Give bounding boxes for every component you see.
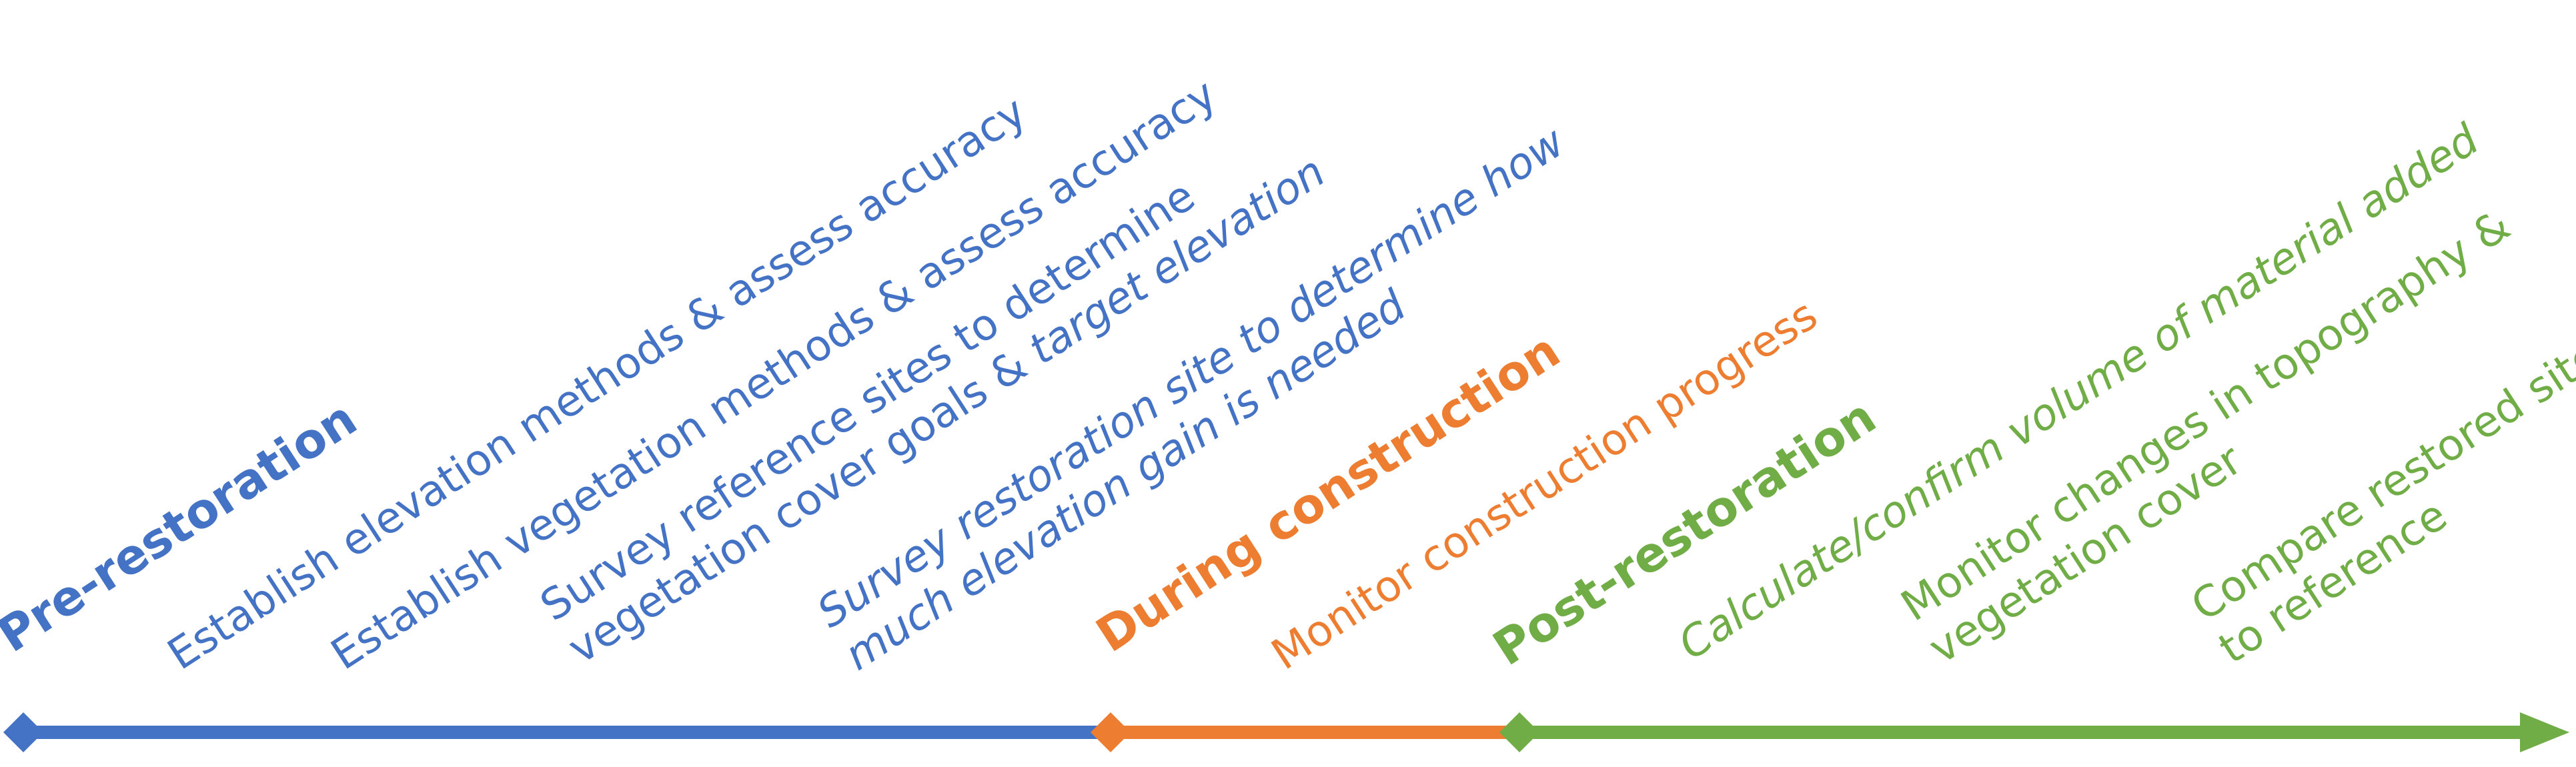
timeline-marker-during	[1091, 712, 1131, 752]
timeline-marker-pre	[3, 712, 43, 752]
timeline-marker-post	[1499, 712, 1539, 752]
timeline-arrowhead	[2520, 712, 2569, 752]
